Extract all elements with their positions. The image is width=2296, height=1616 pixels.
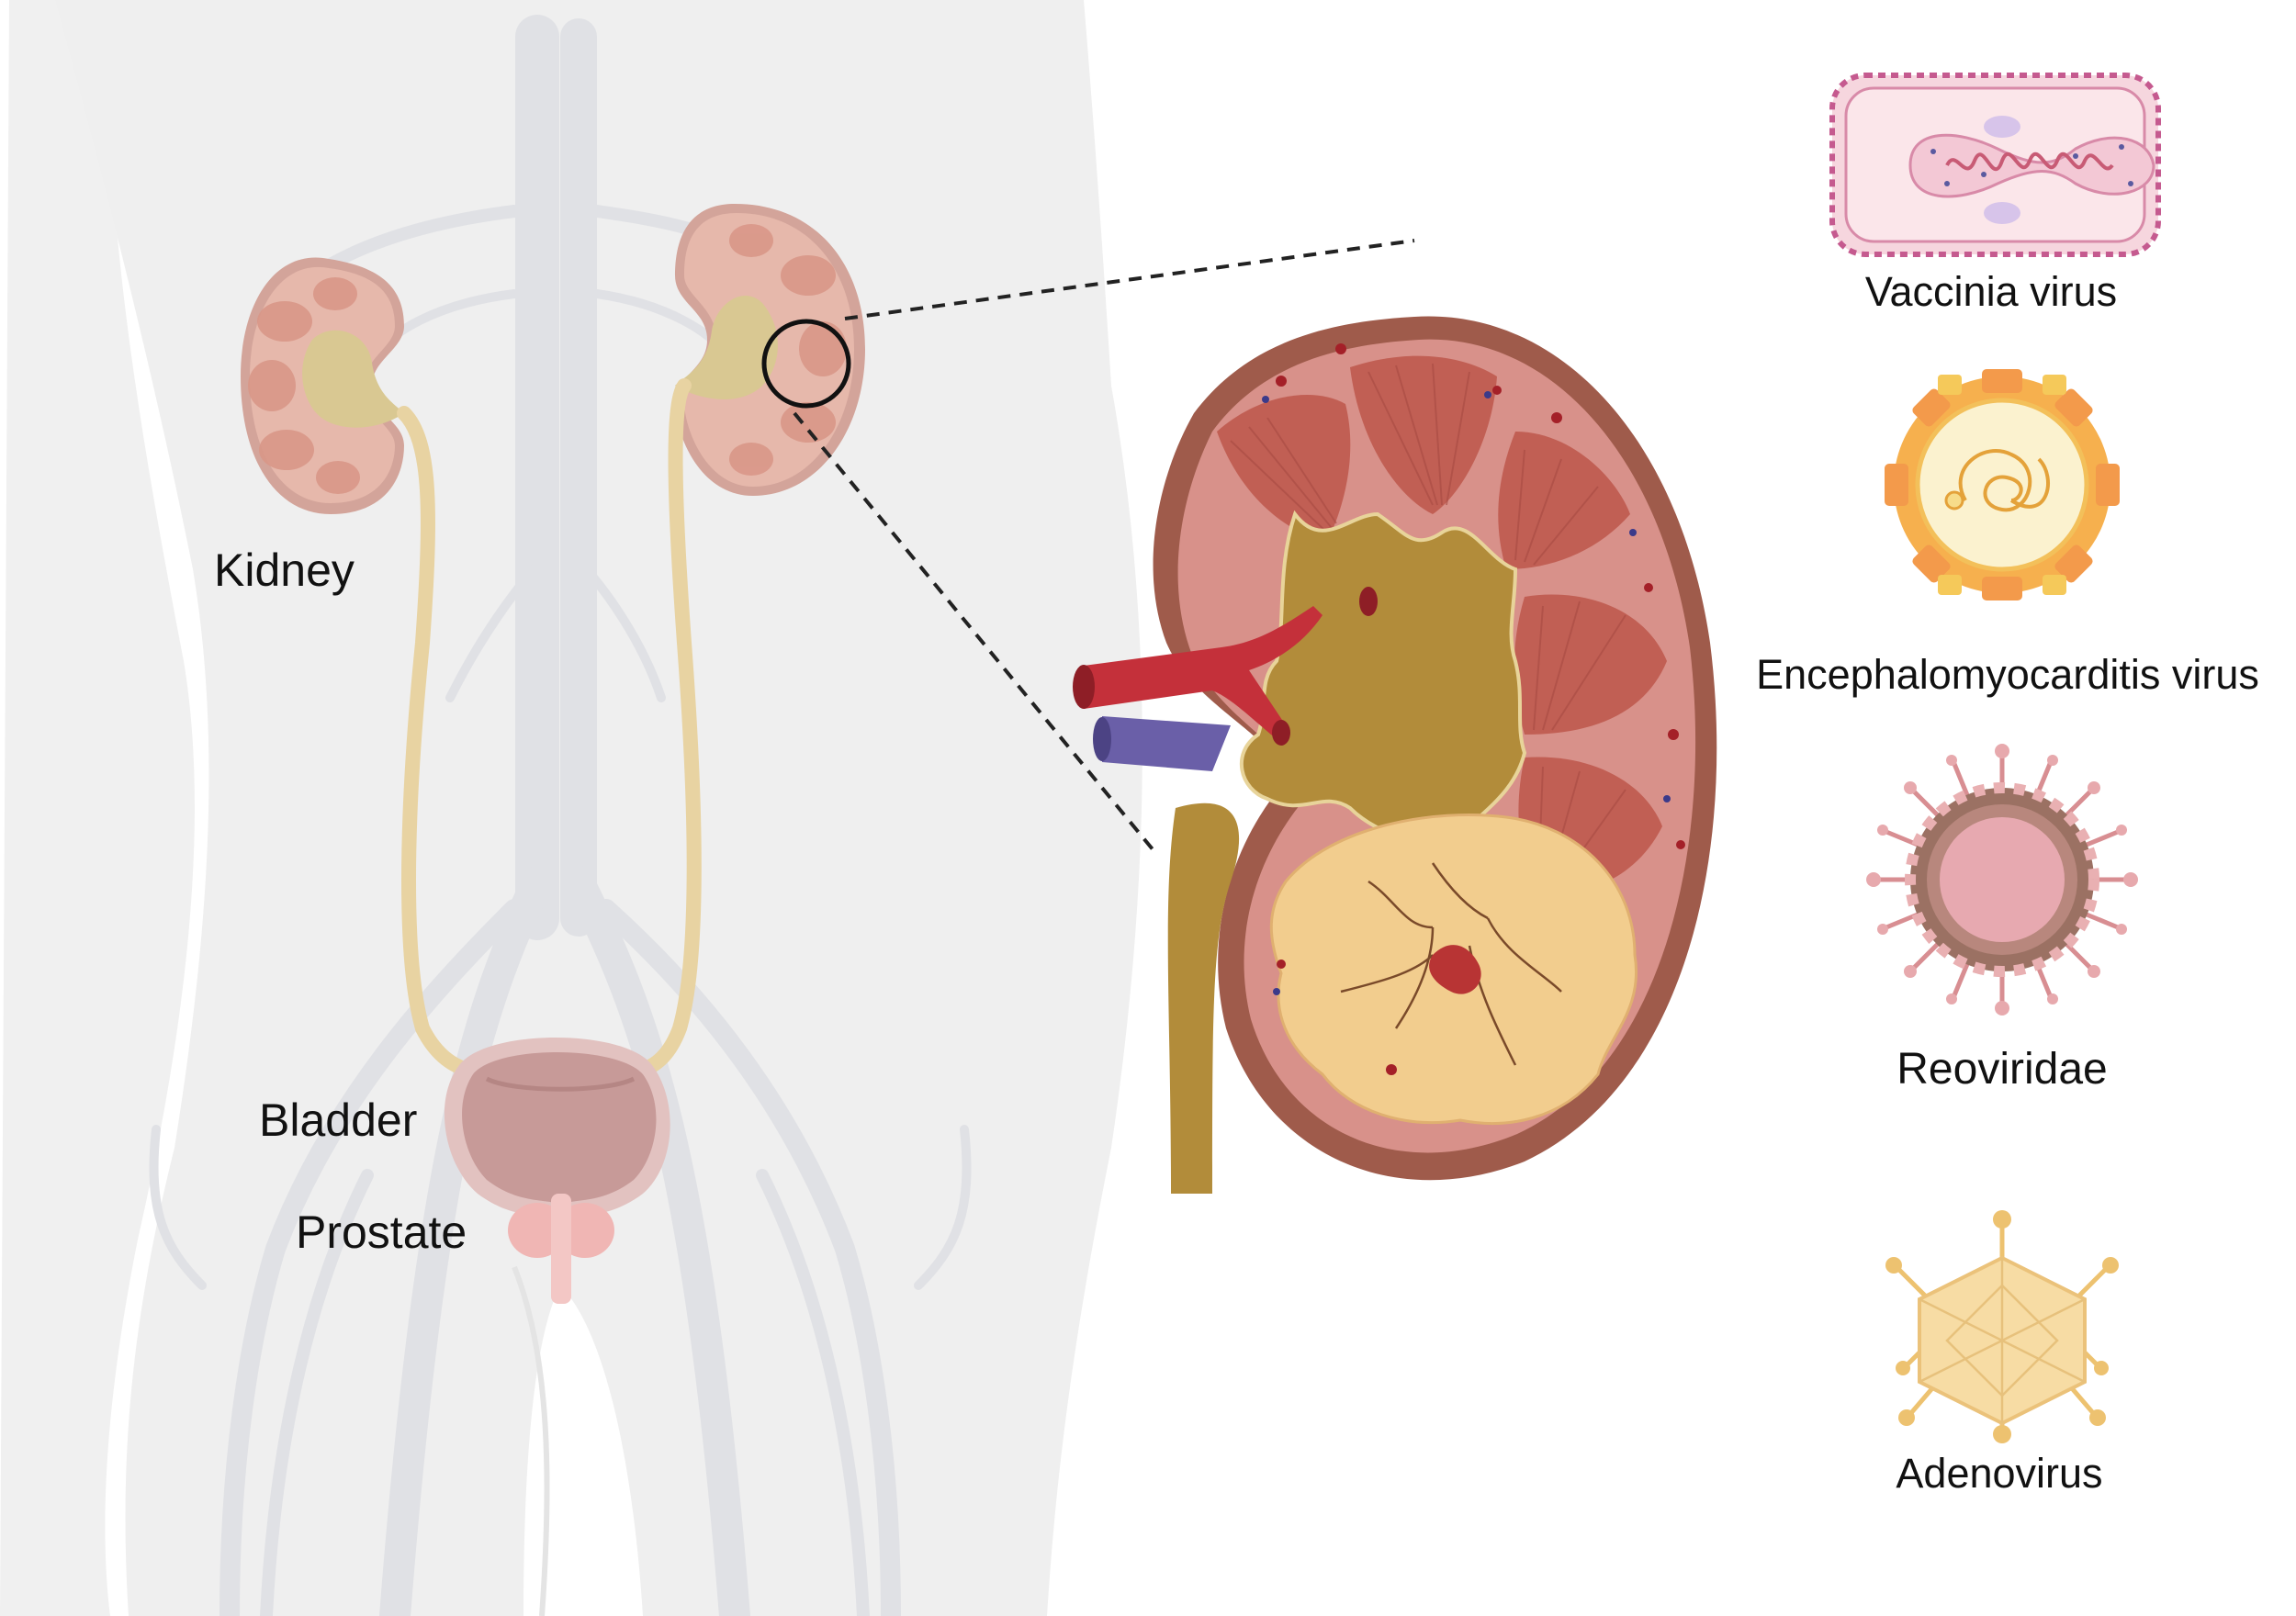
vaccinia-virus-icon — [1829, 73, 2161, 257]
virus-label-reoviridae: Reoviridae — [1896, 1045, 2107, 1094]
virus-label-vaccinia: Vaccinia virus — [1865, 268, 2117, 315]
prostate-label: Prostate — [296, 1206, 467, 1258]
bladder — [444, 1038, 670, 1221]
encephalomyocarditis-virus-icon — [1885, 369, 2120, 600]
right-kidney-small — [675, 204, 865, 496]
virus-label-emcv: Encephalomyocarditis virus — [1756, 651, 2259, 698]
adenovirus-icon — [1885, 1210, 2119, 1443]
kidney-cross-section — [1073, 316, 1717, 1194]
reoviridae-icon — [1866, 744, 2138, 1016]
virus-label-adenovirus: Adenovirus — [1896, 1450, 2102, 1497]
left-kidney-small — [241, 257, 404, 514]
zoom-lines — [793, 239, 1415, 851]
prostate — [508, 1194, 614, 1304]
bladder-label: Bladder — [259, 1094, 417, 1146]
kidney-label: Kidney — [214, 544, 355, 596]
ureters — [397, 378, 702, 1079]
